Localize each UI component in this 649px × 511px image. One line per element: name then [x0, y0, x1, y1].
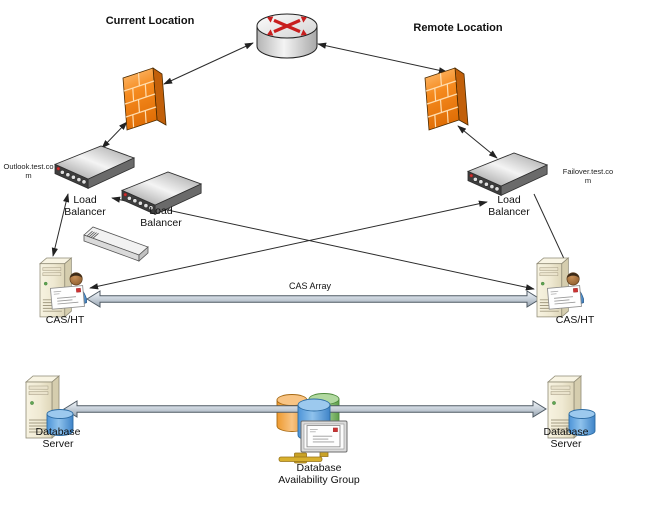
load-balancer-label-remote: Load Balancer: [488, 194, 530, 218]
current-location-title: Current Location: [105, 15, 195, 27]
connector-cross-right-lb-to-left-cas: [89, 200, 488, 290]
connector-firewall-right-loadbalancer: [457, 125, 498, 159]
cas-array-arrow: [86, 290, 541, 308]
database-availability-group-icon: [278, 398, 348, 464]
firewall-icon-current: [122, 67, 167, 131]
remote-location-title: Remote Location: [413, 22, 503, 34]
outlook-dns-label: Outlook.test.com: [3, 162, 54, 181]
switch-icon: [83, 226, 149, 262]
connector-firewall-left-loadbalancer: [101, 121, 128, 149]
database-server-label-left: Database Server: [35, 426, 81, 450]
load-balancer-label-1: Load Balancer: [64, 194, 106, 218]
load-balancer-icon-remote: [467, 152, 548, 196]
firewall-icon-remote: [424, 67, 469, 131]
connector-loadbalancer-cas-right: [533, 193, 567, 264]
cas-server-icon-right: [537, 258, 584, 317]
load-balancer-label-2: Load Balancer: [140, 205, 182, 229]
connector-router-firewall-left: [163, 42, 254, 85]
cas-ht-label-right: CAS/HT: [555, 314, 595, 326]
load-balancer-icon-1: [54, 145, 135, 189]
router-icon: [255, 12, 319, 60]
cas-array-label: CAS Array: [288, 281, 331, 291]
cas-server-icon-left: [40, 258, 87, 317]
cas-ht-label-left: CAS/HT: [45, 314, 85, 326]
connectors: [51, 42, 567, 291]
connector-loadbalancer-cas-left: [51, 193, 70, 257]
dag-label: Database Availability Group: [278, 462, 360, 486]
failover-dns-label: Failover.test.com: [562, 167, 614, 186]
connector-router-firewall-right: [317, 42, 448, 74]
database-server-label-right: Database Server: [543, 426, 589, 450]
